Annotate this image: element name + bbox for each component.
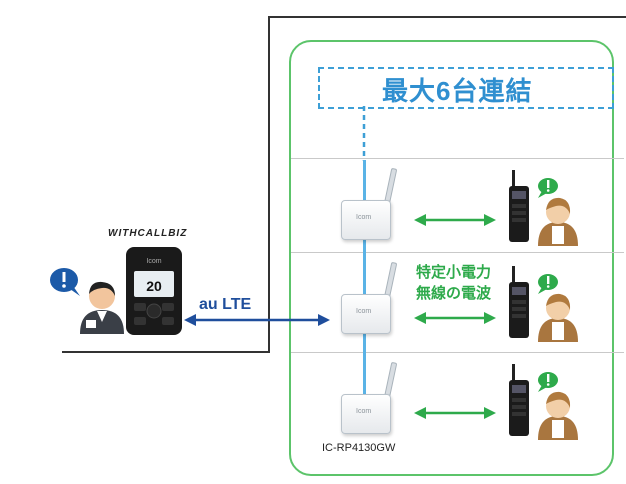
lte-link-label: au LTE xyxy=(199,296,252,313)
brand-logo: WITHCALLBIZ xyxy=(108,228,188,239)
transceiver-user-group xyxy=(509,364,578,440)
repeater-model-label: IC-RP4130GW xyxy=(322,442,396,454)
frame-line-top xyxy=(268,16,626,18)
user-icon xyxy=(538,197,578,246)
radio-arrow xyxy=(414,214,496,226)
repeater-icon: Icom xyxy=(341,261,401,334)
exclamation-bubble-icon xyxy=(538,372,558,392)
transceiver-user-group xyxy=(509,170,578,246)
radio-wave-label: 特定小電力 無線の電波 xyxy=(416,262,491,304)
transceiver-icon xyxy=(509,170,529,242)
user-icon xyxy=(538,391,578,440)
transceiver-icon xyxy=(509,266,529,338)
device-logo: Icom xyxy=(146,258,161,265)
radio-wave-label-line2: 無線の電波 xyxy=(416,285,492,302)
repeater-link-line xyxy=(363,160,366,410)
dashed-connector xyxy=(362,106,366,161)
frame-line-bottom xyxy=(62,351,270,353)
radio-arrow xyxy=(414,312,496,324)
exclamation-bubble-icon xyxy=(50,268,80,296)
radio-wave-label-line1: 特定小電力 xyxy=(416,264,492,281)
office-user-group xyxy=(50,268,124,334)
max-link-title: 最大6台連結 xyxy=(382,76,533,106)
max-link-box xyxy=(318,67,614,109)
radio-arrow xyxy=(414,407,496,419)
transceiver-user-group xyxy=(509,266,578,342)
lte-arrow xyxy=(184,314,330,326)
device-screen-value: 20 xyxy=(146,278,162,294)
exclamation-bubble-icon xyxy=(538,274,558,294)
repeater-icon: Icom xyxy=(341,167,401,240)
repeater-icon: Icom xyxy=(341,361,401,434)
floor-divider xyxy=(291,158,624,159)
frame-line-vertical xyxy=(268,16,270,353)
user-icon xyxy=(538,293,578,342)
floor-divider xyxy=(291,352,624,353)
transceiver-icon xyxy=(509,364,529,436)
user-icon xyxy=(80,281,124,334)
smartphone-device-icon: Icom 20 xyxy=(126,247,182,335)
floor-divider xyxy=(291,252,624,253)
exclamation-bubble-icon xyxy=(538,178,558,198)
